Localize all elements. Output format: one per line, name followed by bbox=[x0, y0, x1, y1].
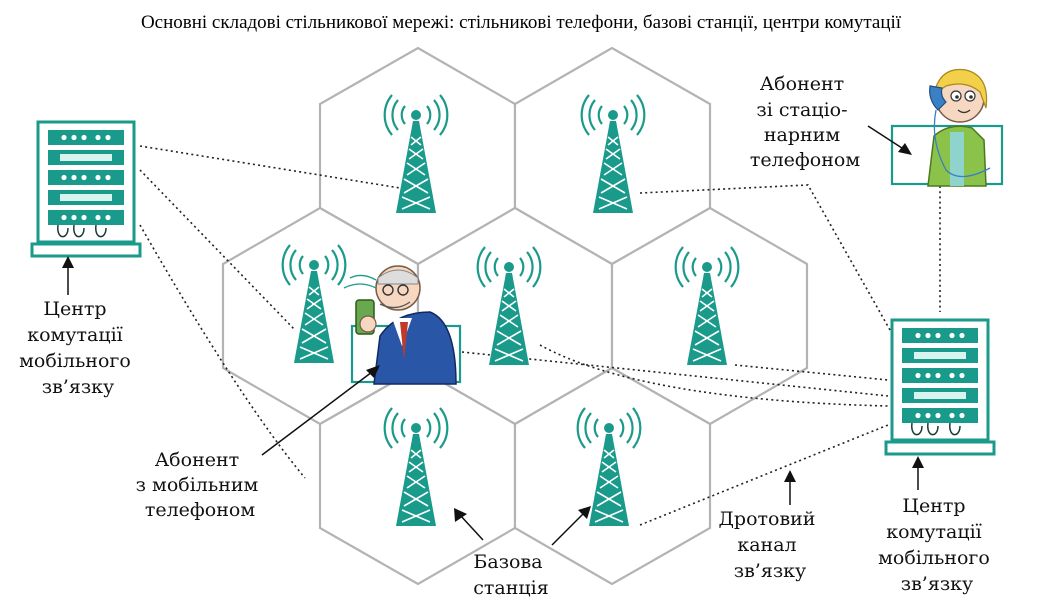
label-wired-channel: Дротовий канал зв’язку bbox=[718, 508, 821, 582]
arrow-base-station-2 bbox=[551, 511, 586, 546]
link-bs2-to-landline bbox=[639, 184, 891, 331]
diagram-title: Основні складові стільникової мережі: ст… bbox=[141, 12, 902, 33]
woman-with-phone-icon bbox=[890, 68, 1004, 187]
server-rack-icon bbox=[30, 120, 142, 258]
link-mobile-to-right bbox=[461, 351, 889, 397]
arrow-mobile-subscriber bbox=[261, 371, 373, 456]
arrow-landline bbox=[867, 125, 906, 151]
link-left-to-bs1 bbox=[139, 145, 401, 189]
label-landline-subscriber: Абонент зі стаціо- нарним телефоном bbox=[750, 73, 860, 171]
link-bs4-to-right bbox=[539, 344, 889, 407]
arrow-base-station-1 bbox=[459, 514, 484, 541]
man-with-phone-icon bbox=[343, 265, 462, 385]
annotation-arrows bbox=[62, 125, 924, 546]
wired-links bbox=[139, 145, 941, 526]
server-rack-icon bbox=[884, 318, 996, 456]
label-base-station: Базова станція bbox=[473, 551, 548, 599]
label-mobile-subscriber: Абонент з мобільним телефоном bbox=[136, 449, 265, 521]
label-switch-right: Центр комутації мобільного зв’язку bbox=[878, 495, 996, 595]
label-switch-left: Центр комутації мобільного зв’язку bbox=[19, 298, 137, 398]
link-left-to-bs3 bbox=[139, 169, 296, 331]
